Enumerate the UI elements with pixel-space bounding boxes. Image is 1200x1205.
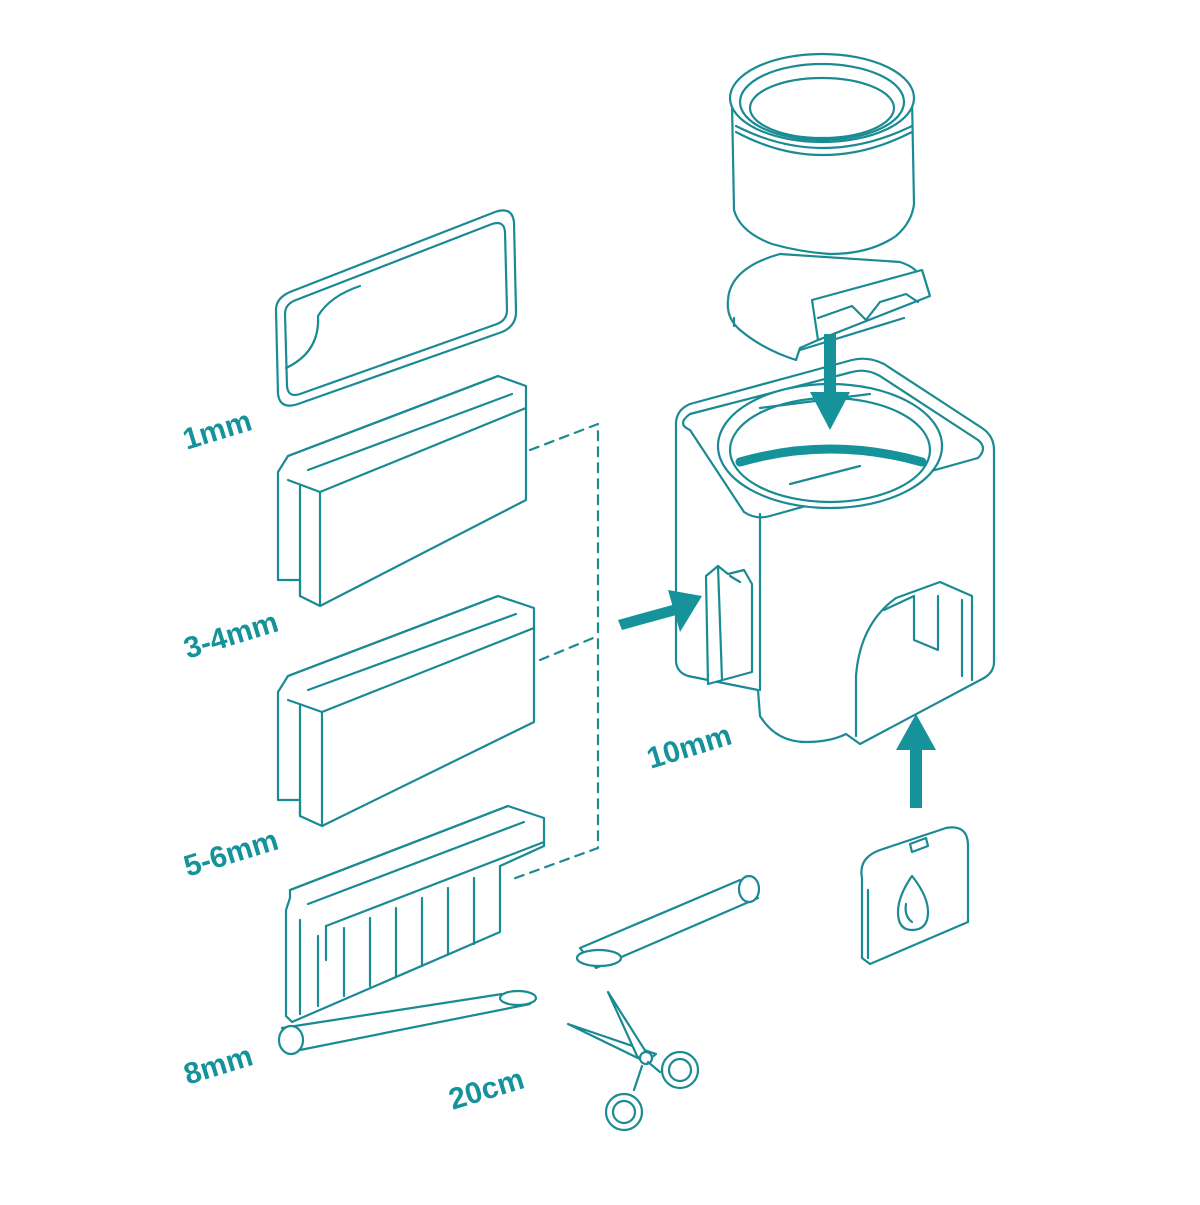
clip-3-4mm <box>276 374 528 608</box>
arrow-down-icon <box>810 334 850 430</box>
tube-20cm <box>277 989 538 1056</box>
arrow-up-icon <box>896 714 936 808</box>
base-unit <box>674 357 996 746</box>
pad-1mm <box>274 209 518 407</box>
brush-8mm <box>284 804 546 1024</box>
clip-5-6mm <box>276 594 536 828</box>
lid-disc <box>726 252 932 362</box>
scissors-icon <box>566 990 700 1132</box>
water-drop-icon <box>896 874 930 932</box>
tube-cut <box>575 874 761 970</box>
size-bracket <box>508 422 600 882</box>
reservoir-cup <box>728 52 916 256</box>
drop-cartridge <box>860 826 970 966</box>
arrow-right-icon <box>618 590 702 632</box>
